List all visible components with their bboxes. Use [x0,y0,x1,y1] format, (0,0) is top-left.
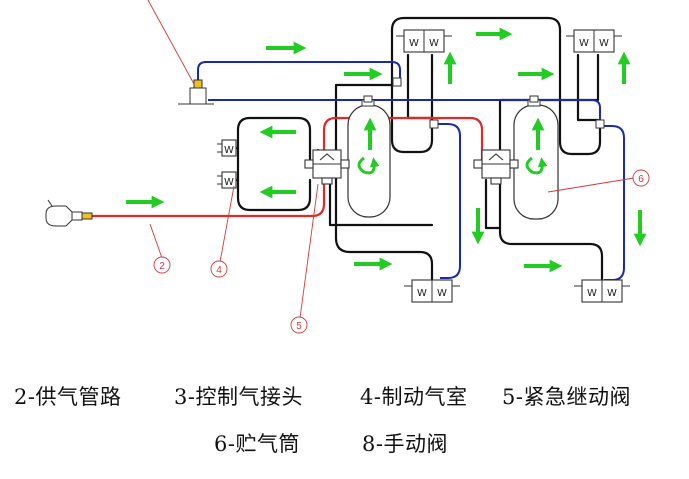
brake-chamber-lower: W [217,171,237,189]
svg-text:W: W [599,38,609,49]
callout-4-label: 4 [216,265,222,276]
svg-text:W: W [409,38,419,49]
top-valve-link-c [576,53,600,122]
svg-text:W: W [417,288,427,299]
manual-valve-top-right: W W [566,29,622,53]
left-riser-line [334,16,562,164]
relay-valve-2 [473,149,519,185]
control-right-down-line [604,125,625,281]
tank1-swirl-arrow [357,156,380,175]
control-top-line [197,61,401,90]
callout-2: 2 [153,256,171,274]
flow-arrows [126,27,647,273]
callout-leaders [147,0,635,319]
brake-chamber-upper: W [217,139,237,157]
svg-text:W: W [587,288,597,299]
right-lower-line [498,168,604,282]
control-mid-down-line [436,123,461,279]
svg-text:W: W [429,38,439,49]
svg-text:W: W [437,288,447,299]
manual-valve-bottom-right: W W [574,279,630,303]
supply-lines [92,116,488,218]
callout-4: 4 [210,260,228,278]
tank1-loop-line [390,83,434,154]
supply-coupling [45,199,93,227]
callout-2-label: 2 [159,261,165,272]
svg-text:W: W [224,177,234,188]
relay2-side-line [484,178,502,230]
air-tank-1 [347,99,391,218]
svg-text:W: W [579,38,589,49]
control-long-line [208,99,601,124]
manual-valve-bottom-left: W W [404,279,460,303]
legend-item: 3-控制气接头 [174,385,303,409]
svg-text:W: W [224,145,234,156]
air-tank-2 [513,99,559,220]
tank2-swirl-arrow [525,156,548,175]
legend-item: 5-紧急继动阀 [502,385,631,409]
tank2-loop-line [558,98,602,156]
top-valve-link-a [406,53,434,120]
junction-fittings [363,77,605,129]
callout-5-label: 5 [296,321,302,332]
manual-valve-top-left: W W [396,29,452,53]
callout-6-label: 6 [638,174,644,185]
svg-text:W: W [607,288,617,299]
relay-valve-1 [304,149,350,185]
callout-5: 5 [290,316,308,334]
legend-item: 6-贮气筒 [214,432,300,456]
callout-6: 6 [632,169,650,187]
left-lower-line [334,168,434,282]
legend-item: 2-供气管路 [14,385,122,409]
control-fitting [178,79,214,105]
supply-main-line [92,116,488,218]
control-lines [197,61,625,281]
brake-chamber-loop-line [236,116,312,212]
legend-item: 8-手动阀 [362,432,448,456]
legend-item: 4-制动气室 [360,385,468,409]
